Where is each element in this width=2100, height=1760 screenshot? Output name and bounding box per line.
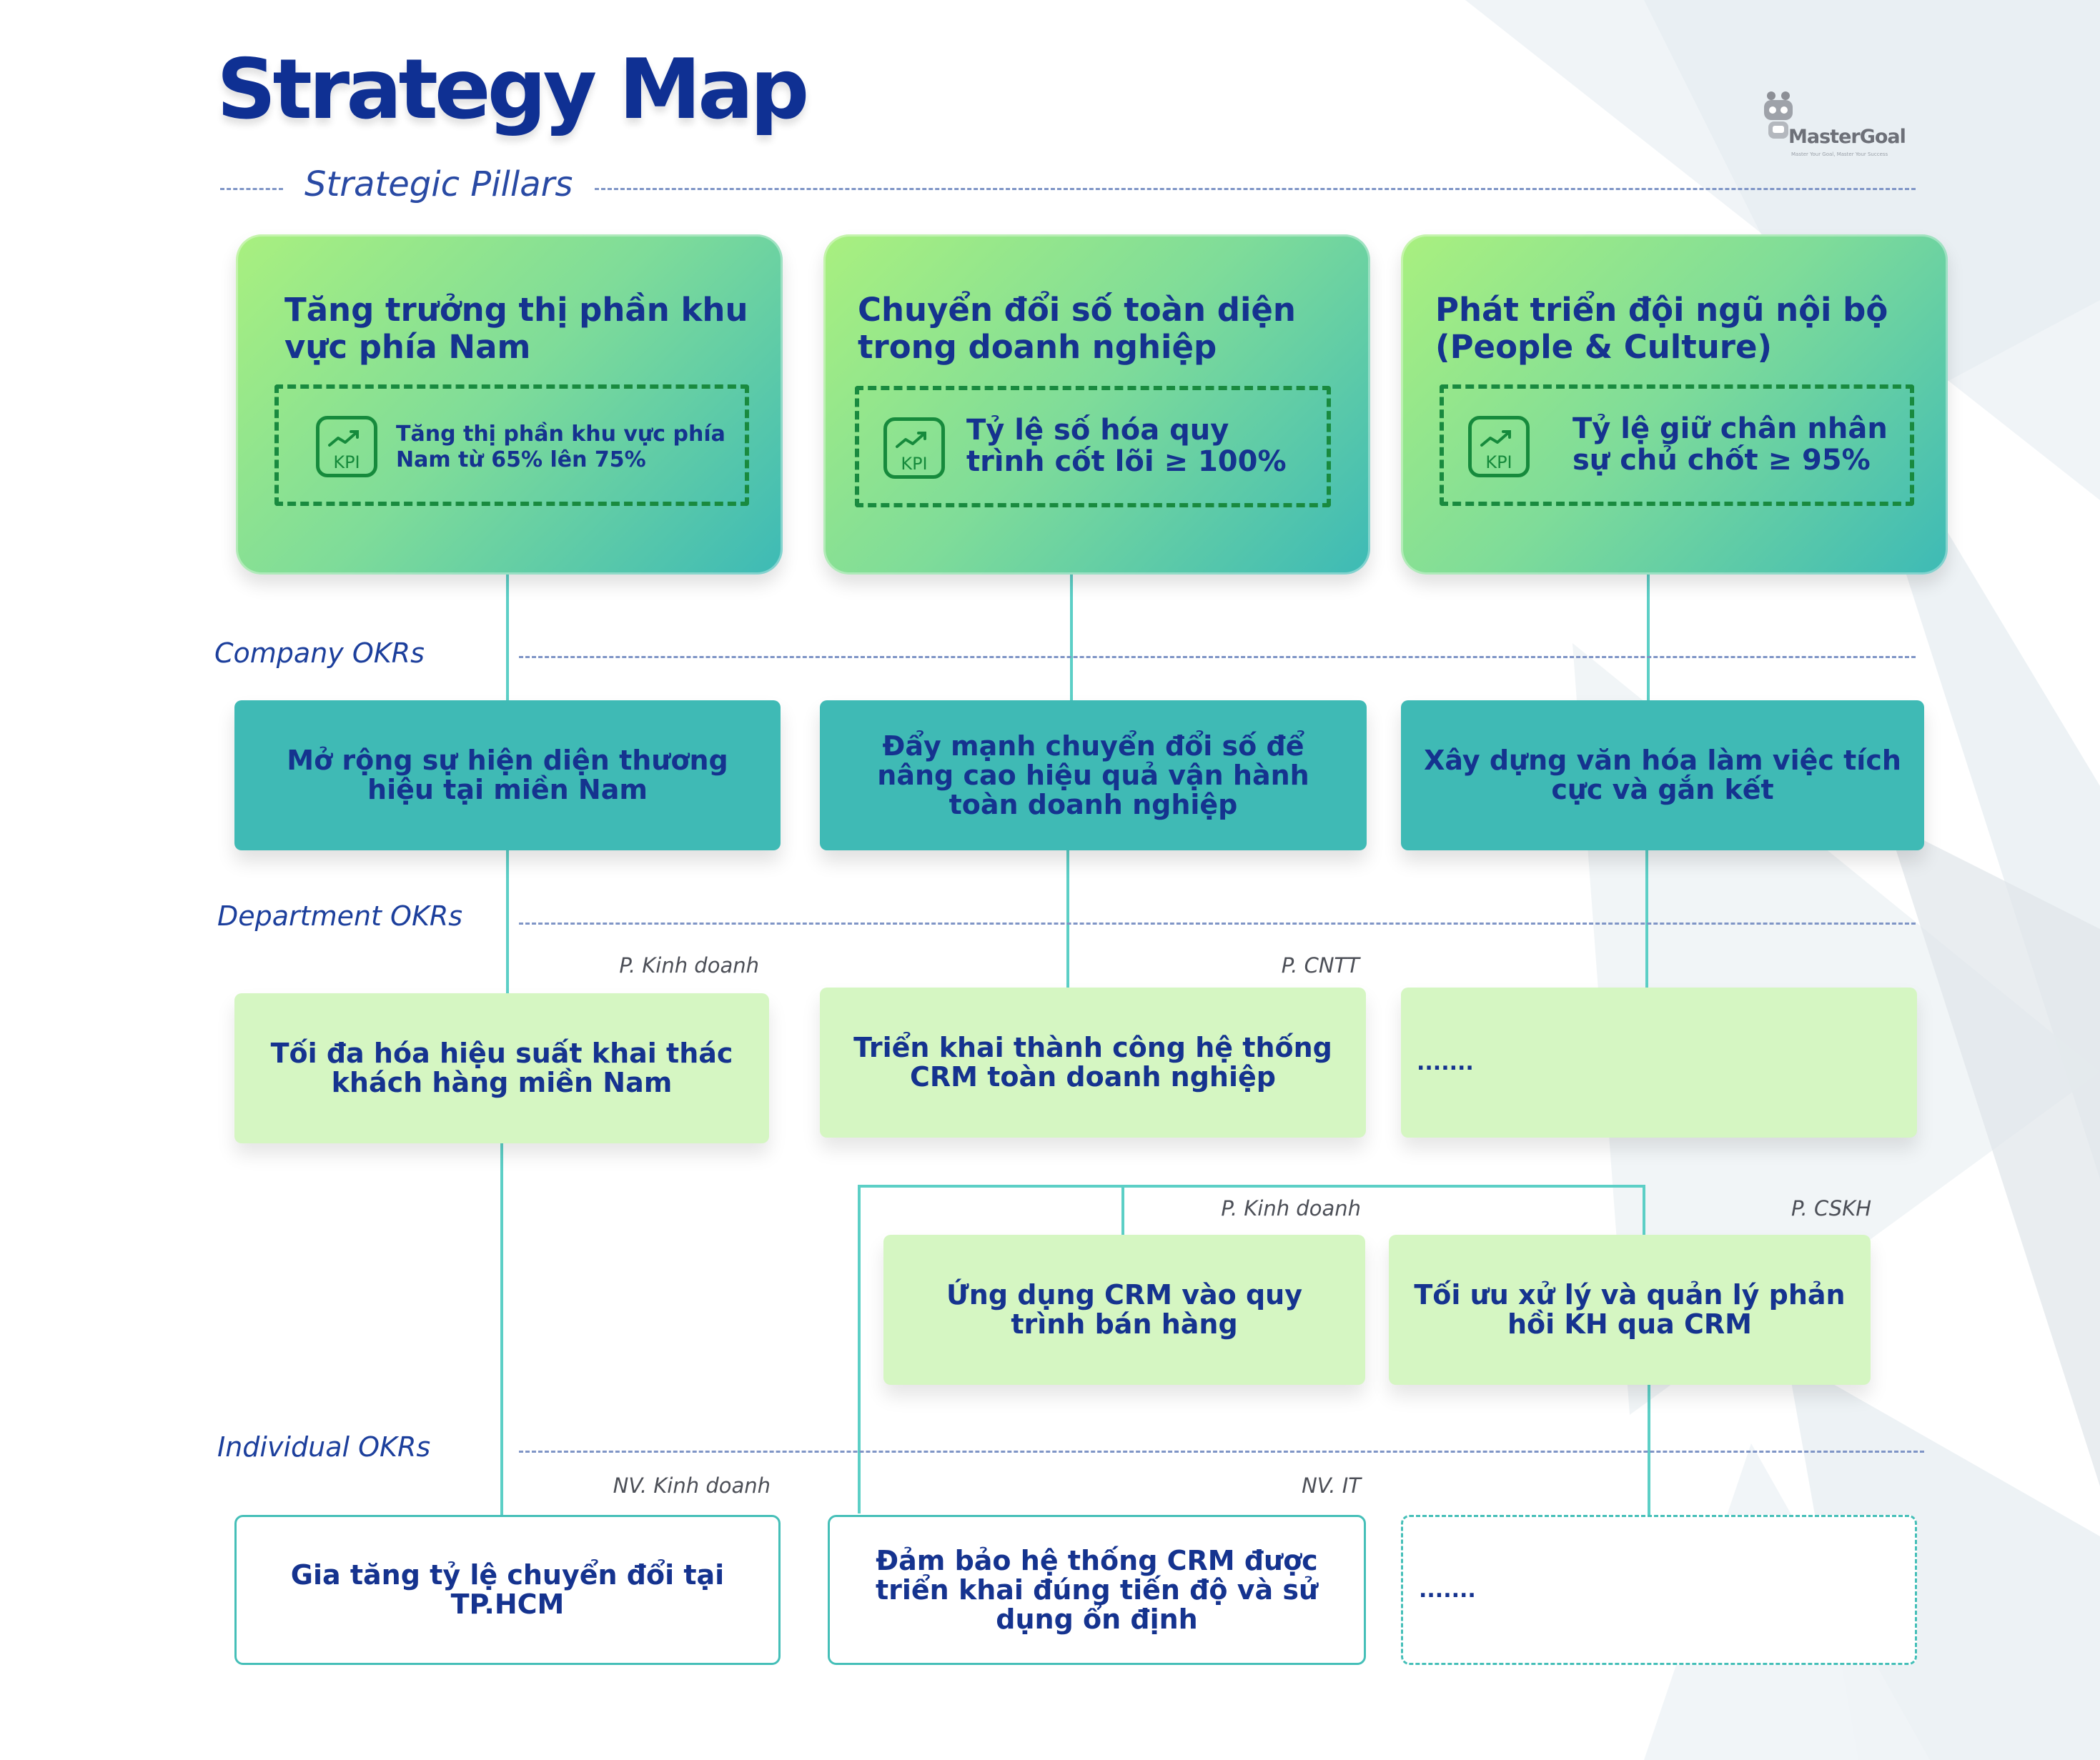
connector-col3-d (1648, 1383, 1650, 1515)
dept-owner-1: P. Kinh doanh (619, 953, 759, 978)
kpi-label: KPI (1485, 452, 1512, 472)
kpi-text: Tăng thị phần khu vực phía Nam từ 65% lê… (396, 422, 725, 472)
kpi-box: KPI Tăng thị phần khu vực phía Nam từ 65… (274, 384, 749, 506)
connector-branch-right (1643, 1185, 1645, 1235)
sub-department-okr-2: Tối ưu xử lý và quản lý phản hồi KH qua … (1389, 1235, 1871, 1385)
section-label-pillars: Strategic Pillars (304, 164, 573, 204)
individual-okr-1: Gia tăng tỷ lệ chuyển đổi tại TP.HCM (234, 1515, 781, 1665)
kpi-text: Tỷ lệ số hóa quy trình cốt lõi ≥ 100% (966, 414, 1287, 478)
connector-branch-left (858, 1185, 861, 1513)
pillar-card-2: Chuyển đổi số toàn diện trong doanh nghi… (823, 234, 1370, 575)
pillar-title: Phát triển đội ngũ nội bộ (People & Cult… (1435, 291, 1888, 366)
brand-name: MasterGoal (1788, 126, 1906, 148)
kpi-box: KPI Tỷ lệ số hóa quy trình cốt lõi ≥ 100… (855, 386, 1331, 507)
kpi-text: Tỷ lệ giữ chân nhân sự chủ chốt ≥ 95% (1572, 412, 1888, 477)
section-label-individual: Individual OKRs (217, 1431, 431, 1463)
kpi-label: KPI (333, 452, 360, 472)
connector-branch-mid (1121, 1185, 1124, 1235)
company-okr-text: Xây dựng văn hóa làm việc tích cực và gắ… (1424, 745, 1901, 805)
department-okr-text: ....... (1417, 1050, 1474, 1075)
subdept-owner-2: P. CSKH (1791, 1196, 1871, 1220)
sub-department-okr-1: Ứng dụng CRM vào quy trình bán hàng (883, 1235, 1365, 1385)
pillar-title: Chuyển đổi số toàn diện trong doanh nghi… (858, 291, 1296, 366)
department-okr-text: Tối đa hóa hiệu suất khai thác khách hàn… (270, 1038, 733, 1098)
connector-col1-c (500, 1142, 503, 1515)
section-label-company: Company OKRs (214, 637, 425, 669)
pillars-divider-right (595, 188, 1916, 190)
brand-logo: MasterGoal Master Your Goal, Master Your… (1760, 89, 1913, 160)
dept-owner-2: P. CNTT (1281, 953, 1359, 978)
section-label-department: Department OKRs (217, 900, 463, 932)
individual-divider (519, 1451, 1924, 1453)
department-okr-3: ....... (1401, 988, 1917, 1138)
individual-okr-text: Đảm bảo hệ thống CRM được triển khai đún… (875, 1544, 1319, 1635)
pillar-title: Tăng trưởng thị phần khu vực phía Nam (284, 291, 748, 366)
connector-branch-horizontal (858, 1185, 1645, 1188)
pillar-card-3: Phát triển đội ngũ nội bộ (People & Cult… (1401, 234, 1948, 575)
company-okr-1: Mở rộng sự hiện diện thương hiệu tại miề… (234, 700, 781, 850)
individual-okr-3: ....... (1401, 1515, 1917, 1665)
kpi-label: KPI (901, 454, 928, 474)
connector-col3-b (1645, 850, 1648, 988)
individual-okr-text: ....... (1419, 1577, 1476, 1603)
company-okr-3: Xây dựng văn hóa làm việc tích cực và gắ… (1401, 700, 1924, 850)
brand-tagline: Master Your Goal, Master Your Success (1791, 151, 1888, 157)
kpi-chart-icon: KPI (1468, 416, 1530, 477)
individual-okr-2: Đảm bảo hệ thống CRM được triển khai đún… (828, 1515, 1366, 1665)
company-okr-2: Đẩy mạnh chuyển đổi số để nâng cao hiệu … (820, 700, 1367, 850)
subdept-owner-1: P. Kinh doanh (1221, 1196, 1361, 1220)
individual-okr-text: Gia tăng tỷ lệ chuyển đổi tại TP.HCM (290, 1559, 725, 1620)
department-okr-2: Triển khai thành công hệ thống CRM toàn … (820, 988, 1366, 1138)
page-title: Strategy Map (217, 41, 809, 138)
connector-col1-b (506, 850, 509, 993)
connector-col2-a (1070, 572, 1073, 702)
company-okr-text: Mở rộng sự hiện diện thương hiệu tại miề… (287, 745, 728, 805)
pillar-card-1: Tăng trưởng thị phần khu vực phía Nam KP… (236, 234, 783, 575)
company-divider (519, 656, 1916, 658)
connector-col2-b (1066, 850, 1069, 988)
sub-department-okr-text: Ứng dụng CRM vào quy trình bán hàng (946, 1279, 1302, 1340)
robot-mascot-icon (1764, 91, 1793, 139)
kpi-chart-icon: KPI (316, 416, 377, 477)
kpi-chart-icon: KPI (883, 417, 945, 479)
indiv-owner-1: NV. Kinh doanh (613, 1473, 771, 1498)
department-okr-1: Tối đa hóa hiệu suất khai thác khách hàn… (234, 993, 769, 1143)
indiv-owner-2: NV. IT (1302, 1473, 1361, 1498)
sub-department-okr-text: Tối ưu xử lý và quản lý phản hồi KH qua … (1414, 1279, 1846, 1340)
pillars-divider-left (220, 188, 283, 190)
department-okr-text: Triển khai thành công hệ thống CRM toàn … (853, 1032, 1332, 1093)
kpi-box: KPI Tỷ lệ giữ chân nhân sự chủ chốt ≥ 95… (1440, 384, 1914, 506)
connector-col1-a (506, 572, 509, 702)
connector-col3-a (1647, 572, 1650, 702)
department-divider (519, 923, 1916, 925)
company-okr-text: Đẩy mạnh chuyển đổi số để nâng cao hiệu … (877, 730, 1309, 820)
